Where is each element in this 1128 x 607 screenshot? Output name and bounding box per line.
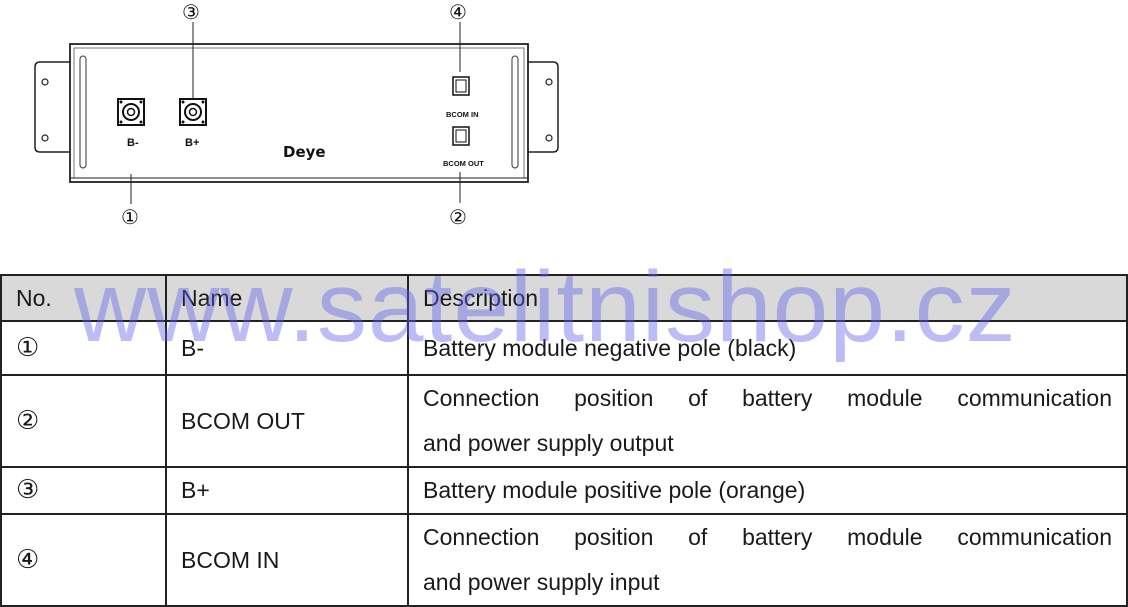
brand-logo: Deye [283, 143, 326, 161]
table-row: ② BCOM OUT Connection position of batter… [0, 374, 1128, 468]
b-minus-connector-icon [117, 98, 145, 126]
component-table: No. Name Description ① B- Battery module… [0, 274, 1128, 607]
table-row: ① B- Battery module negative pole (black… [0, 320, 1128, 376]
table-row: ④ BCOM IN Connection position of battery… [0, 513, 1128, 607]
table-header-row: No. Name Description [0, 274, 1128, 322]
callout-number-1: ① [121, 205, 139, 229]
bcom-in-port-icon [452, 76, 470, 96]
header-name: Name [165, 274, 409, 322]
header-description: Description [407, 274, 1128, 322]
row-number: ④ [0, 513, 167, 607]
bcom-out-label: BCOM OUT [443, 159, 484, 168]
row-name: B+ [165, 466, 409, 515]
description-line: Connection position of battery module co… [423, 524, 1112, 550]
row-name: BCOM OUT [165, 374, 409, 468]
row-number: ③ [0, 466, 167, 515]
bcom-in-label: BCOM IN [446, 110, 479, 119]
callout-number-2: ② [449, 205, 467, 229]
bcom-out-port-icon [452, 126, 470, 146]
table-row: ③ B+ Battery module positive pole (orang… [0, 466, 1128, 515]
row-description: Battery module negative pole (black) [407, 320, 1128, 376]
b-plus-connector-icon [179, 98, 207, 126]
header-no: No. [0, 274, 167, 322]
right-mounting-ear [528, 61, 559, 153]
row-number: ① [0, 320, 167, 376]
description-line: and power supply input [423, 569, 660, 595]
row-description: Battery module positive pole (orange) [407, 466, 1128, 515]
description-line: Connection position of battery module co… [423, 385, 1112, 411]
b-minus-label: B- [127, 137, 139, 149]
description-line: and power supply output [423, 430, 674, 456]
row-name: B- [165, 320, 409, 376]
row-description: Connection position of battery module co… [407, 374, 1128, 468]
row-name: BCOM IN [165, 513, 409, 607]
callout-number-4: ④ [449, 0, 467, 24]
row-description: Connection position of battery module co… [407, 513, 1128, 607]
left-mounting-ear [34, 61, 70, 153]
row-number: ② [0, 374, 167, 468]
battery-module-diagram: B- B+ Deye BCOM IN BCOM OUT ① ② ③ ④ [34, 0, 559, 229]
module-chassis [69, 43, 529, 183]
callout-number-3: ③ [182, 0, 200, 24]
description-line: Battery module positive pole (orange) [423, 477, 806, 503]
description-line: Battery module negative pole (black) [423, 334, 797, 361]
b-plus-label: B+ [185, 137, 199, 149]
